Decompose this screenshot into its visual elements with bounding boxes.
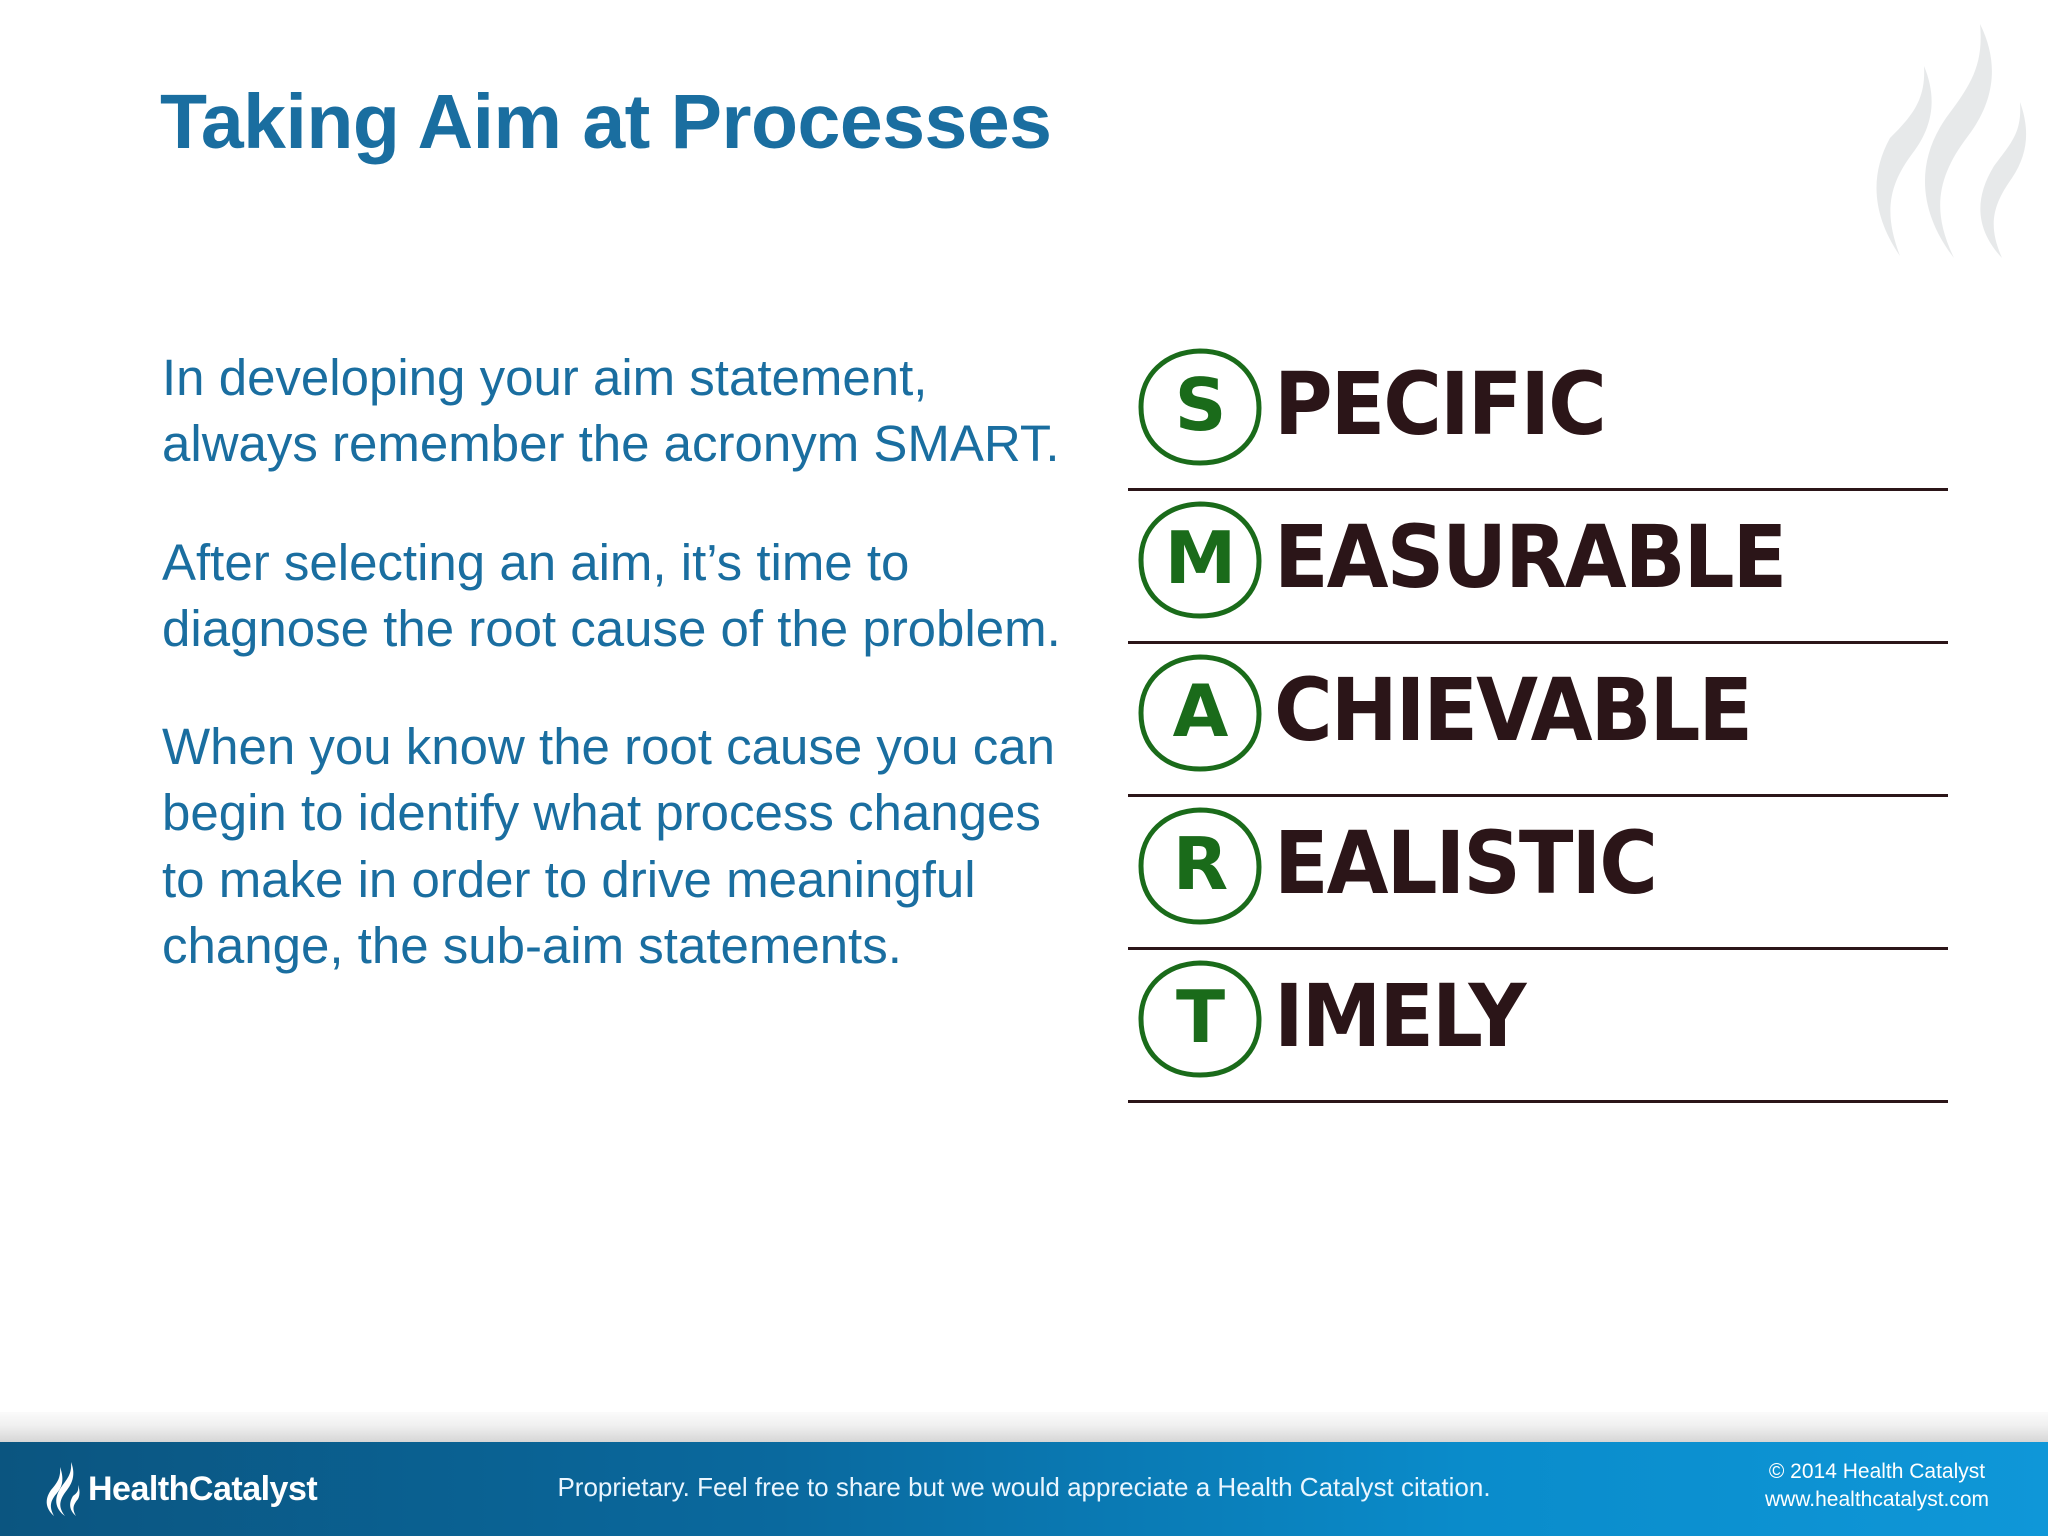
body-paragraph-1: In developing your aim statement, always…	[162, 349, 1060, 473]
smart-acronym-graphic: S PECIFIC M EASURABLE A CHIEVABLE	[1128, 338, 1948, 1103]
website-link[interactable]: www.healthcatalyst.com	[1764, 1488, 1990, 1512]
flame-watermark-icon	[1828, 18, 2038, 258]
page-title: Taking Aim at Processes	[160, 79, 1052, 165]
smart-word: PECIFIC	[1274, 354, 1607, 455]
smart-letter: R	[1172, 822, 1228, 906]
body-paragraph-2: After selecting an aim, it’s time to dia…	[162, 533, 1061, 657]
logo-wordmark: HealthCatalyst	[88, 1469, 318, 1508]
smart-letter: S	[1174, 363, 1227, 447]
health-catalyst-logo: HealthCatalyst	[40, 1460, 318, 1518]
footer-bar: HealthCatalyst Proprietary. Feel free to…	[0, 1442, 2048, 1536]
smart-word: EALISTIC	[1274, 813, 1658, 914]
circled-letter-s-icon: S	[1136, 346, 1264, 468]
smart-letter: A	[1172, 669, 1229, 753]
smart-word: CHIEVABLE	[1274, 660, 1753, 761]
smart-row-measurable: M EASURABLE	[1128, 491, 1948, 644]
smart-row-realistic: R EALISTIC	[1128, 797, 1948, 950]
footer-divider	[0, 1412, 2048, 1442]
footer-proprietary-note: Proprietary. Feel free to share but we w…	[557, 1472, 1491, 1502]
circled-letter-r-icon: R	[1136, 805, 1264, 927]
footer-copyright-block: © 2014 Health Catalyst www.healthcatalys…	[1732, 1458, 2022, 1515]
smart-row-specific: S PECIFIC	[1128, 338, 1948, 491]
circled-letter-t-icon: T	[1136, 958, 1264, 1080]
smart-word: EASURABLE	[1274, 507, 1787, 608]
copyright-text: © 2014 Health Catalyst	[1768, 1460, 1986, 1483]
circled-letter-a-icon: A	[1136, 652, 1264, 774]
smart-row-timely: T IMELY	[1128, 950, 1948, 1103]
smart-letter: T	[1175, 975, 1225, 1059]
smart-word: IMELY	[1274, 966, 1526, 1067]
flame-logo-icon	[40, 1462, 80, 1516]
smart-row-achievable: A CHIEVABLE	[1128, 644, 1948, 797]
body-copy: In developing your aim statement, always…	[162, 345, 1092, 979]
circled-letter-m-icon: M	[1136, 499, 1264, 621]
body-paragraph-3: When you know the root cause you can beg…	[162, 718, 1056, 975]
smart-letter: M	[1164, 516, 1237, 600]
